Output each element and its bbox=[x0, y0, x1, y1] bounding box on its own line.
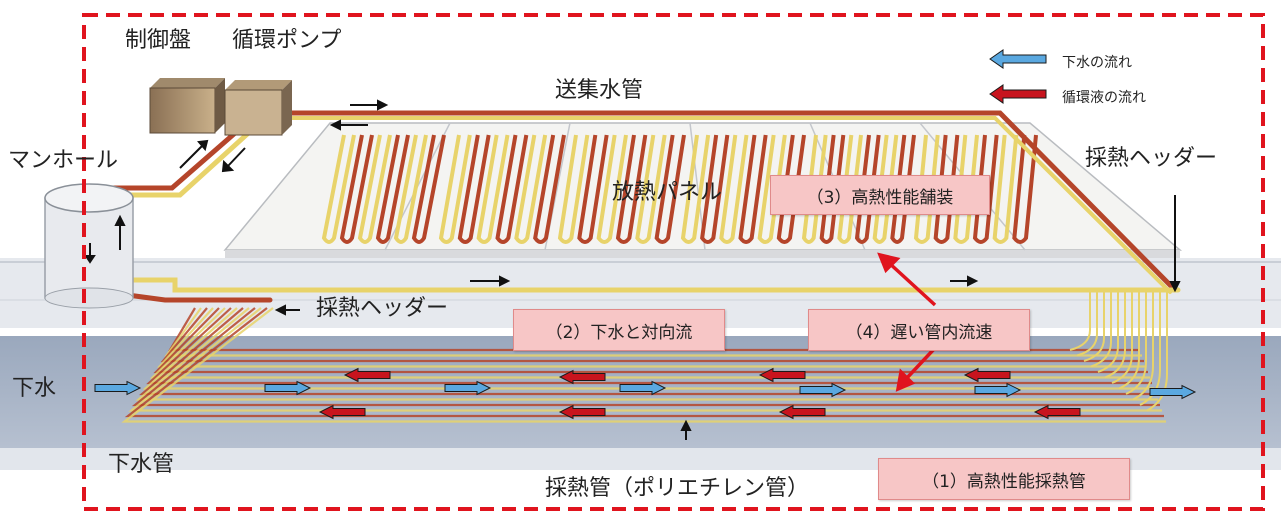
sewage-flow-arrow bbox=[619, 380, 667, 396]
callout-high-performance-collector: （1）高熱性能採熱管 bbox=[878, 458, 1130, 500]
pump-box bbox=[224, 80, 292, 136]
serpentine-loop bbox=[680, 134, 711, 244]
serpentine-loop bbox=[819, 134, 846, 244]
serpentine-loop bbox=[514, 134, 548, 244]
serpentine-loop bbox=[913, 134, 940, 244]
header-pipe bbox=[1083, 292, 1105, 362]
flow-arrows bbox=[94, 367, 1197, 420]
coolant-flow-arrow bbox=[343, 367, 391, 383]
label-header-left: 採熱ヘッダー bbox=[316, 296, 449, 321]
serpentine-loop bbox=[596, 134, 628, 244]
serpentine-loop bbox=[577, 134, 609, 244]
serpentine-loop bbox=[476, 134, 510, 244]
sewage-flow-arrow bbox=[264, 380, 312, 396]
collector-pipe bbox=[135, 307, 1158, 401]
coolant-flow-arrow bbox=[558, 404, 606, 420]
legend-coolant-arrow bbox=[989, 84, 1047, 104]
serpentine-loop bbox=[1012, 134, 1038, 244]
label-header-right: 採熱ヘッダー bbox=[1085, 146, 1218, 171]
right-header-pipes bbox=[1069, 292, 1168, 412]
panel-serpentine-pipes bbox=[321, 134, 1038, 244]
serpentine-loop bbox=[854, 134, 881, 244]
callout-counterflow: （2）下水と対向流 bbox=[513, 309, 725, 351]
serpentine-loop bbox=[557, 134, 590, 244]
serpentine-loop bbox=[495, 134, 529, 244]
coolant-flow-arrow bbox=[963, 367, 1011, 383]
label-sewage: 下水 bbox=[12, 376, 57, 401]
sewage-flow-arrow bbox=[94, 380, 142, 396]
serpentine-loop bbox=[776, 134, 806, 244]
legend-coolant-label: 循環液の流れ bbox=[1062, 90, 1146, 106]
supply-pipes bbox=[267, 110, 1178, 294]
coolant-flow-arrow bbox=[558, 369, 606, 385]
serpentine-loop bbox=[357, 134, 392, 244]
header-pipe bbox=[1111, 292, 1133, 384]
serpentine-loop bbox=[457, 134, 491, 244]
serpentine-loop bbox=[757, 134, 787, 244]
coolant-flow-arrow bbox=[318, 404, 366, 420]
label-sewer-pipe: 下水管 bbox=[108, 452, 175, 477]
serpentine-loop bbox=[933, 134, 960, 244]
serpentine-loop bbox=[801, 134, 828, 244]
header-pipe bbox=[1118, 292, 1140, 390]
sewage-flow-arrow bbox=[799, 382, 847, 398]
header-pipe bbox=[1132, 292, 1154, 401]
serpentine-loop bbox=[411, 134, 446, 244]
legend-sewage-label: 下水の流れ bbox=[1062, 55, 1132, 71]
direction-arrows bbox=[84, 99, 1181, 440]
callout-high-performance-pavement: （3）高熱性能舗装 bbox=[770, 175, 990, 215]
collector-pipe bbox=[149, 307, 1150, 379]
sewage-flow-arrow bbox=[444, 380, 492, 396]
header-pipe bbox=[1069, 292, 1091, 351]
label-radiator-panel: 放熱パネル bbox=[612, 180, 723, 205]
serpentine-loop bbox=[872, 134, 899, 244]
label-control-panel: 制御盤 bbox=[125, 28, 192, 53]
serpentine-loop bbox=[615, 134, 648, 244]
serpentine-loop bbox=[393, 134, 428, 244]
coolant-flow-arrow bbox=[1033, 404, 1081, 420]
serpentine-loop bbox=[700, 134, 730, 244]
label-circulation-pump: 循環ポンプ bbox=[232, 28, 342, 53]
collector-pipe bbox=[121, 307, 1166, 423]
serpentine-loop bbox=[375, 134, 410, 244]
serpentine-loop bbox=[654, 134, 686, 244]
header-pipe bbox=[1125, 292, 1147, 395]
header-pipe bbox=[1076, 292, 1098, 357]
coolant-flow-arrow bbox=[758, 367, 806, 383]
serpentine-loop bbox=[339, 134, 374, 244]
label-supply-pipe: 送集水管 bbox=[555, 78, 644, 103]
collector-pipe bbox=[153, 307, 1148, 374]
header-pipe bbox=[1104, 292, 1126, 379]
control-panel-box bbox=[149, 78, 225, 134]
collector-pipe bbox=[146, 307, 1152, 385]
serpentine-loop bbox=[533, 134, 566, 244]
legend-sewage-arrow bbox=[989, 49, 1047, 69]
collector-pipe bbox=[131, 307, 1160, 407]
serpentine-loop bbox=[635, 134, 667, 244]
serpentine-loop bbox=[321, 134, 356, 244]
sewage-flow-arrow bbox=[974, 382, 1022, 398]
collector-pipe bbox=[160, 307, 1144, 363]
serpentine-loop bbox=[438, 134, 472, 244]
coolant-flow-arrow bbox=[778, 404, 826, 420]
serpentine-loop bbox=[738, 134, 768, 244]
serpentine-loop bbox=[719, 134, 749, 244]
label-manhole: マンホール bbox=[8, 148, 119, 173]
serpentine-loop bbox=[953, 134, 979, 244]
sewage-flow-arrow bbox=[1149, 384, 1197, 400]
serpentine-loop bbox=[837, 134, 863, 244]
callout-slow-flow-velocity: （4）遅い管内流速 bbox=[808, 309, 1030, 351]
serpentine-loop bbox=[992, 134, 1019, 244]
collector-pipe bbox=[157, 307, 1146, 368]
serpentine-loop bbox=[890, 134, 916, 244]
header-pipe bbox=[1090, 292, 1112, 368]
callout-pointer-arrows bbox=[877, 252, 937, 392]
header-pipe bbox=[1097, 292, 1119, 373]
serpentine-loop bbox=[972, 134, 999, 244]
label-collector-pipe: 採熱管（ポリエチレン管） bbox=[545, 476, 810, 501]
